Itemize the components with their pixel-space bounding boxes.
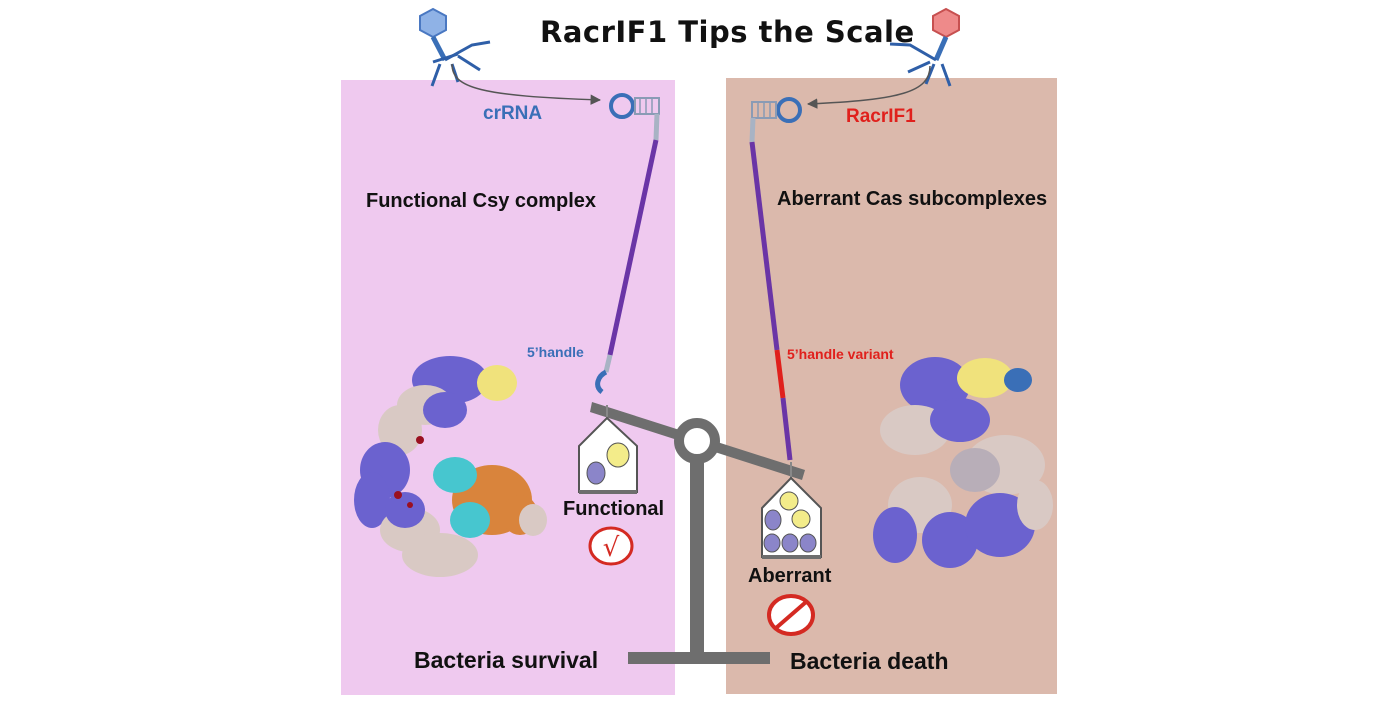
check-icon: √ <box>588 526 634 566</box>
right-panel-heading: Aberrant Cas subcomplexes <box>777 188 1048 210</box>
left-panel-heading: Functional Csy complex <box>366 190 597 212</box>
crrna-strand <box>595 93 660 394</box>
arrow-left <box>451 63 602 105</box>
survival-label: Bacteria survival <box>414 647 599 673</box>
racrif1-strand <box>749 97 802 461</box>
csy-complex-structure <box>354 356 547 577</box>
crrna-label: crRNA <box>483 103 543 124</box>
check-symbol: √ <box>603 533 620 563</box>
aberrant-weight-icon <box>761 462 822 559</box>
aberrant-complex-structure <box>873 357 1053 568</box>
phage-right-icon <box>889 7 960 87</box>
prohibited-icon <box>767 594 815 636</box>
functional-label: Functional <box>563 498 665 520</box>
functional-weight-icon <box>578 405 638 494</box>
arrow-right <box>806 65 931 109</box>
racrif1-label: RacrIF1 <box>846 106 916 127</box>
balance-scale <box>590 402 805 664</box>
handle-variant-label: 5’handle variant <box>787 346 894 362</box>
aberrant-label: Aberrant <box>748 565 832 587</box>
death-label: Bacteria death <box>790 648 949 674</box>
page-title: RacrIF1 Tips the Scale <box>540 15 915 49</box>
handle-label: 5’handle <box>527 344 584 360</box>
